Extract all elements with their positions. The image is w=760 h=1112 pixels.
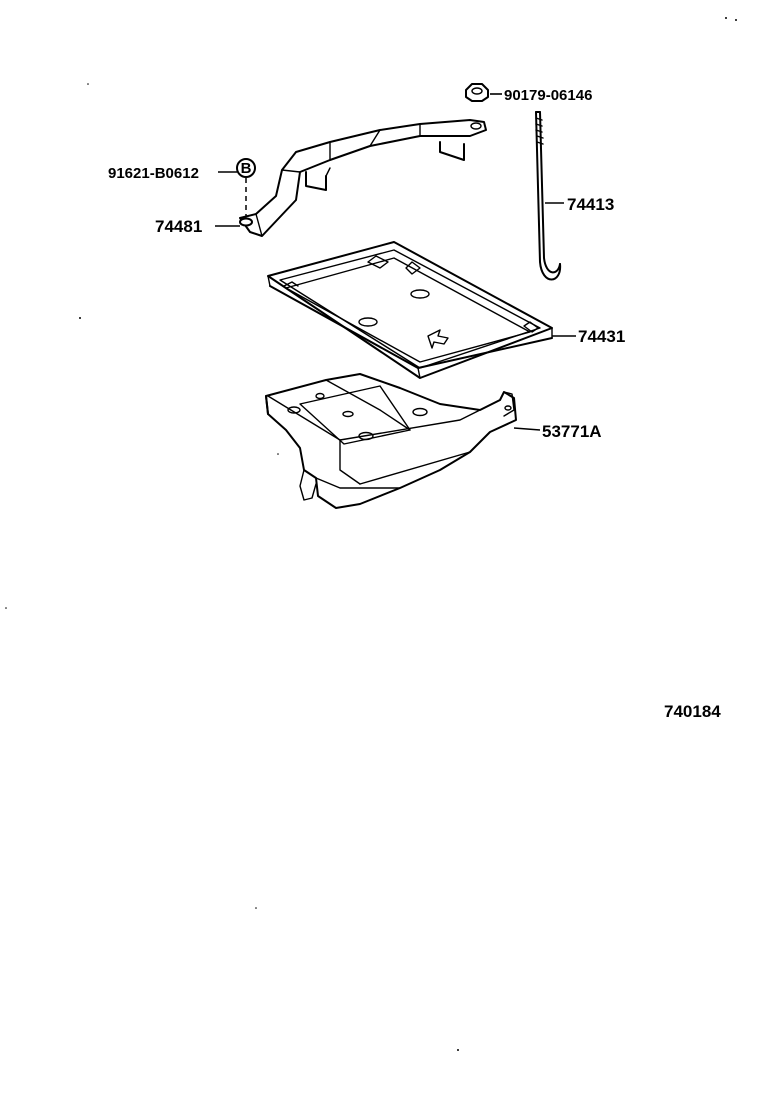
callout-circle-b	[236, 158, 256, 178]
scan-specks	[5, 17, 737, 1051]
clamp-bolt-part-number: 91621-B0612	[108, 165, 199, 182]
hook-rod-drawing	[535, 111, 562, 281]
carrier-bracket-part-number: 53771A	[542, 422, 602, 441]
nut-drawing	[465, 83, 489, 102]
leader-carrier-bracket	[513, 427, 541, 431]
hold-down-clamp-drawing	[239, 119, 487, 237]
battery-tray-drawing	[267, 241, 553, 379]
leader-lines	[215, 93, 576, 431]
hook-rod-part-number: 74413	[567, 195, 614, 214]
clamp-bolt-callout: B	[236, 158, 256, 216]
battery-tray-part-number: 74431	[578, 327, 625, 346]
illustration-id: 740184	[664, 702, 721, 721]
carrier-bracket-drawing	[265, 373, 517, 509]
callout-letter-b: B	[241, 160, 252, 177]
nut-part-number: 90179-06146	[504, 87, 592, 104]
hold-down-clamp-part-number: 74481	[155, 217, 202, 236]
